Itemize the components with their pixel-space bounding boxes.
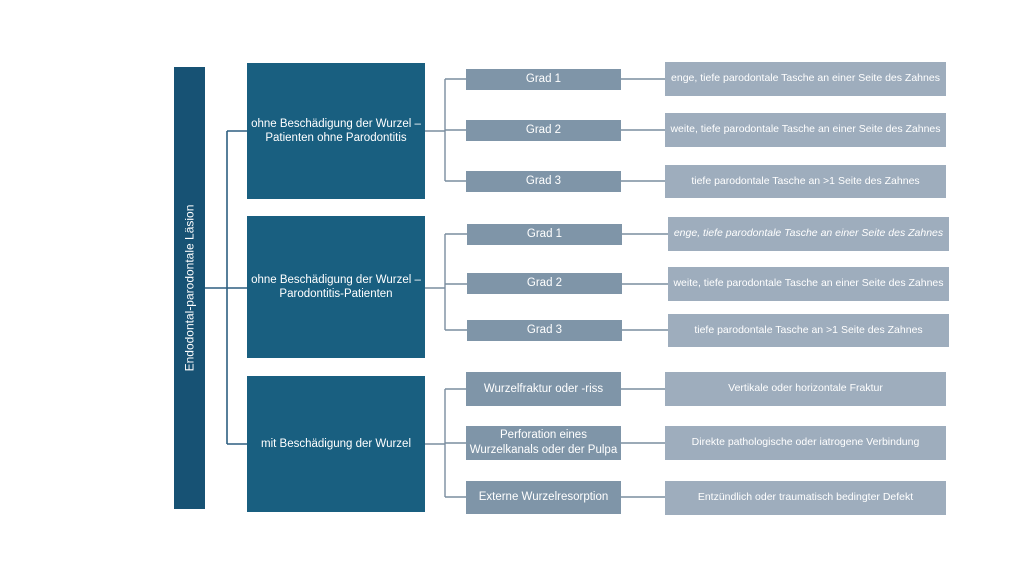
root-node: Endodontal-parodontale Läsion bbox=[174, 67, 205, 509]
branch-1-grade-3-label: Grad 3 bbox=[525, 175, 562, 188]
branch-2-desc-2: weite, tiefe parodontale Tasche an einer… bbox=[668, 267, 949, 301]
branch-2-desc-3: tiefe parodontale Tasche an >1 Seite des… bbox=[668, 314, 949, 347]
branch-2-label: ohne Beschädigung der Wurzel – Parodonti… bbox=[251, 273, 421, 300]
branch-1-desc-3-text: tiefe parodontale Tasche an >1 Seite des… bbox=[691, 174, 920, 187]
branch-3: mit Beschädigung der Wurzel bbox=[247, 376, 425, 512]
branch-3-item-3: Externe Wurzelresorption bbox=[466, 481, 621, 514]
branch-1: ohne Beschädigung der Wurzel – Patienten… bbox=[247, 63, 425, 199]
branch-1-grade-3: Grad 3 bbox=[466, 171, 621, 192]
branch-1-desc-3: tiefe parodontale Tasche an >1 Seite des… bbox=[665, 165, 946, 198]
branch-2-grade-1: Grad 1 bbox=[467, 224, 622, 245]
branch-3-item-2: Perforation eines Wurzelkanals oder der … bbox=[466, 426, 621, 460]
branch-1-label: ohne Beschädigung der Wurzel – Patienten… bbox=[251, 117, 421, 144]
branch-3-item-2-label: Perforation eines Wurzelkanals oder der … bbox=[469, 429, 618, 456]
branch-2-grade-1-label: Grad 1 bbox=[526, 228, 563, 241]
branch-2-desc-3-text: tiefe parodontale Tasche an >1 Seite des… bbox=[694, 323, 923, 336]
branch-1-grade-2: Grad 2 bbox=[466, 120, 621, 141]
branch-1-desc-1: enge, tiefe parodontale Tasche an einer … bbox=[665, 62, 946, 96]
branch-2-desc-1-text: enge, tiefe parodontale Tasche an einer … bbox=[673, 227, 944, 240]
branch-3-desc-3: Entzündlich oder traumatisch bedingter D… bbox=[665, 481, 946, 515]
branch-2-desc-2-text: weite, tiefe parodontale Tasche an einer… bbox=[673, 277, 944, 290]
branch-3-item-1: Wurzelfraktur oder -riss bbox=[466, 372, 621, 406]
branch-2-grade-2-label: Grad 2 bbox=[526, 277, 563, 290]
branch-2-desc-1: enge, tiefe parodontale Tasche an einer … bbox=[668, 217, 949, 251]
branch-3-desc-1: Vertikale oder horizontale Fraktur bbox=[665, 372, 946, 406]
branch-2-grade-2: Grad 2 bbox=[467, 273, 622, 294]
branch-1-grade-2-label: Grad 2 bbox=[525, 124, 562, 137]
branch-1-desc-2-text: weite, tiefe parodontale Tasche an einer… bbox=[670, 123, 941, 136]
branch-3-desc-3-text: Entzündlich oder traumatisch bedingter D… bbox=[697, 491, 914, 504]
branch-2-grade-3-label: Grad 3 bbox=[526, 324, 563, 337]
branch-1-grade-1-label: Grad 1 bbox=[525, 73, 562, 86]
branch-2-grade-3: Grad 3 bbox=[467, 320, 622, 341]
branch-1-desc-2: weite, tiefe parodontale Tasche an einer… bbox=[665, 113, 946, 147]
root-label: Endodontal-parodontale Läsion bbox=[182, 204, 197, 372]
branch-3-desc-2: Direkte pathologische oder iatrogene Ver… bbox=[665, 426, 946, 460]
branch-3-item-3-label: Externe Wurzelresorption bbox=[478, 491, 609, 504]
branch-3-desc-2-text: Direkte pathologische oder iatrogene Ver… bbox=[691, 436, 920, 449]
branch-1-desc-1-text: enge, tiefe parodontale Tasche an einer … bbox=[671, 72, 940, 85]
branch-3-item-1-label: Wurzelfraktur oder -riss bbox=[483, 382, 604, 395]
branch-3-desc-1-text: Vertikale oder horizontale Fraktur bbox=[728, 382, 883, 395]
branch-2: ohne Beschädigung der Wurzel – Parodonti… bbox=[247, 216, 425, 358]
branch-3-label: mit Beschädigung der Wurzel bbox=[261, 437, 411, 450]
branch-1-grade-1: Grad 1 bbox=[466, 69, 621, 90]
